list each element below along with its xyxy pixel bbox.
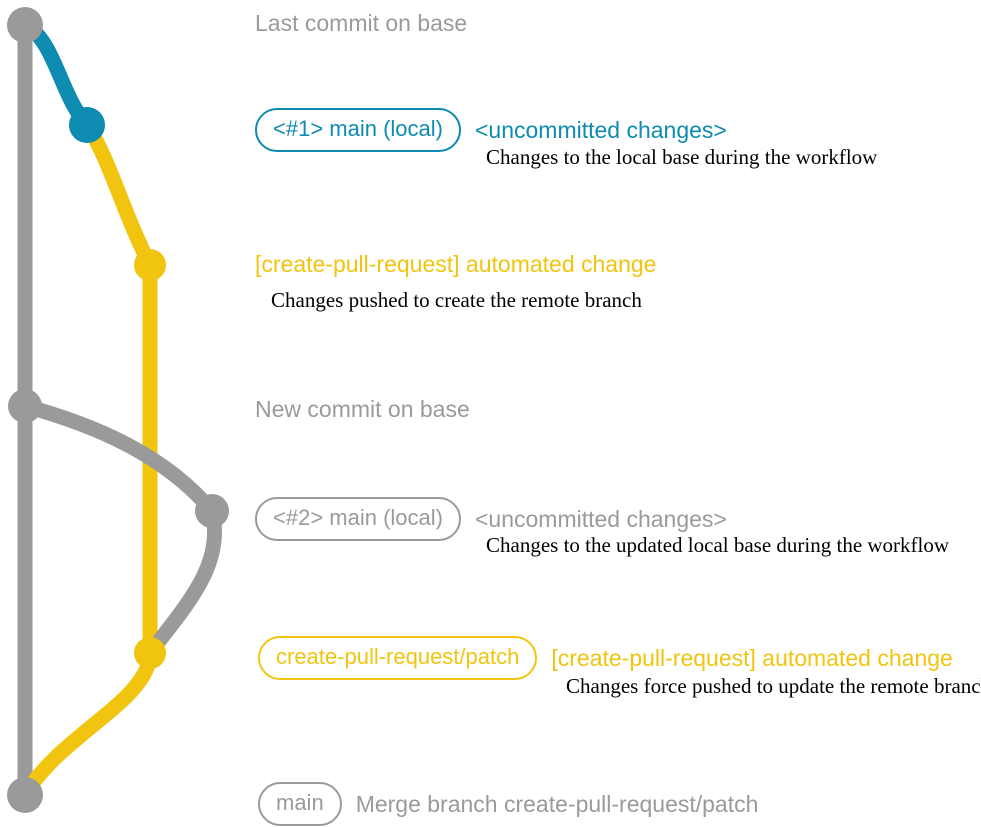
remote-branch-line [79,117,158,661]
ref-pill-main-local-2[interactable]: <#2> main (local) [255,497,461,541]
commit-node-new-commit-on-base[interactable] [8,389,42,423]
commit-entry-last-commit-on-base: Last commit on base [255,12,467,35]
commit-subject-local-1: <uncommitted changes> [474,116,727,143]
commit-node-merge[interactable] [7,777,43,813]
commit-entry-remote-create: [create-pull-request] automated change [255,253,656,276]
commit-subject-new-commit-on-base: New commit on base [255,396,470,422]
commit-description-remote-update: Changes force pushed to update the remot… [566,674,981,698]
commit-node-local-2[interactable] [195,494,229,528]
commit-node-remote-create[interactable] [134,249,166,281]
commit-subject-local-2: <uncommitted changes> [474,505,727,532]
commit-subject-remote-update: [create-pull-request] automated change [551,644,953,671]
commit-entry-remote-update: create-pull-request/patch [create-pull-r… [258,636,953,680]
commit-entry-new-commit-on-base: New commit on base [255,398,470,421]
ref-pill-create-pull-request-patch[interactable]: create-pull-request/patch [258,636,538,680]
ref-pill-main-local-1[interactable]: <#1> main (local) [255,108,461,152]
commit-node-remote-update[interactable] [134,637,166,669]
local-branch-line-2 [17,398,220,519]
commit-subject-remote-create: [create-pull-request] automated change [255,251,657,277]
commit-entry-local-2: <#2> main (local) <uncommitted changes> [255,497,727,541]
commit-entry-local-1: <#1> main (local) <uncommitted changes> [255,108,727,152]
commit-subject-merge: Merge branch create-pull-request/patch [355,790,759,817]
commit-node-local-1[interactable] [69,107,105,143]
commit-node-last-commit-on-base[interactable] [7,7,43,43]
commit-description-local-2: Changes to the updated local base during… [486,533,950,557]
commit-description-local-1: Changes to the local base during the wor… [486,145,878,169]
commit-description-remote-create: Changes pushed to create the remote bran… [271,288,642,312]
remote-merge-into-base-line [17,645,158,803]
ref-pill-main[interactable]: main [258,782,342,826]
commit-entry-merge: main Merge branch create-pull-request/pa… [258,782,758,826]
local-merge-into-remote-line [142,503,223,661]
commit-subject-last-commit-on-base: Last commit on base [255,10,468,36]
